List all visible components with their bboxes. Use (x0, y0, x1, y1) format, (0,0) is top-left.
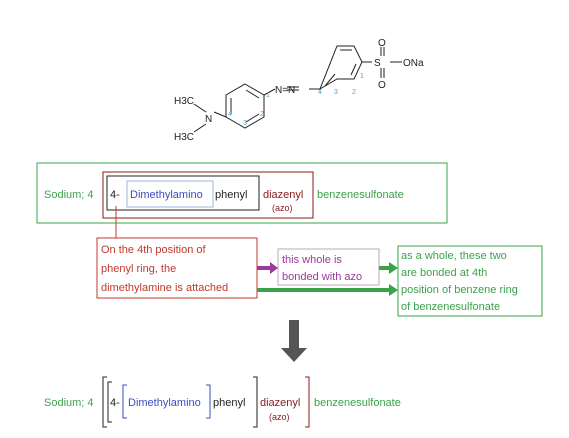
blue-box (126, 180, 214, 208)
azo-label: N=N (275, 85, 295, 96)
bracket-black-left (102, 376, 107, 428)
four-dash-bottom: 4- (110, 397, 120, 409)
green-callout-box (397, 245, 543, 317)
red-callout-line-2: phenyl ring, the (101, 263, 176, 275)
ring-1-double-bond (245, 113, 260, 123)
ring-1-double-bond (245, 89, 260, 99)
h3c-bottom-label: H3C (174, 132, 194, 143)
dark-red-box (102, 171, 314, 219)
ring-2-double-bond (350, 63, 357, 76)
benzenesulfonate-bottom: benzenesulfonate (314, 397, 401, 409)
down-arrow (281, 320, 307, 362)
ring1-position-3: 3 (243, 120, 247, 127)
h3c-top-label: H3C (174, 96, 194, 107)
ring2-position-1: 1 (360, 73, 364, 80)
ona-label: ONa (403, 58, 424, 69)
amine-n-label: N (205, 114, 212, 125)
sodium-label-bottom: Sodium; 4 (44, 397, 94, 409)
green-callout-line-3: position of benzene ring (401, 284, 518, 296)
oxygen-bottom-label: O (378, 80, 386, 91)
purple-arrow (257, 262, 278, 274)
diazenyl-bottom: diazenyl (260, 397, 300, 409)
ring-2-double-bond (324, 73, 336, 87)
azo-paren-top: (azo) (272, 203, 293, 213)
ring2-position-3: 3 (334, 89, 338, 96)
bottom-brackets (102, 376, 310, 428)
ring2-position-4: 4 (318, 89, 322, 96)
benzene-ring-2 (319, 45, 363, 91)
molecule-structure (193, 45, 402, 133)
green-arrow-short (379, 262, 398, 274)
phenyl-bottom: phenyl (213, 397, 245, 409)
ring1-position-4: 4 (228, 111, 232, 118)
red-callout-line-1: On the 4th position of (101, 244, 207, 256)
green-arrow-long (257, 284, 398, 296)
red-callout-line-3: dimethylamine is attached (101, 282, 228, 294)
dimethylamino-top: Dimethylamino (130, 189, 203, 201)
sodium-label-top: Sodium; 4 (44, 189, 94, 201)
methyl-bond-top (193, 103, 207, 113)
methyl-bond-bottom (193, 123, 207, 133)
purple-callout-line-2: bonded with azo (282, 271, 362, 283)
diazenyl-top: diazenyl (263, 189, 303, 201)
dimethylamino-bottom: Dimethylamino (128, 397, 201, 409)
bracket-blue-left (122, 384, 127, 419)
outer-green-box (36, 162, 448, 224)
ring1-position-1: 1 (266, 92, 270, 99)
bracket-red-right (305, 376, 310, 428)
green-callout-line-4: of benzenesulfonate (401, 301, 500, 313)
phenyl-top: phenyl (215, 189, 247, 201)
ring2-position-2: 2 (352, 89, 356, 96)
sulfur-label: S (374, 58, 381, 69)
azo-paren-bottom: (azo) (269, 412, 290, 422)
amine-ring-bond (213, 111, 227, 118)
benzenesulfonate-top: benzenesulfonate (317, 189, 404, 201)
bracket-inner-left (107, 381, 112, 423)
ring1-position-2: 2 (260, 111, 264, 118)
bracket-blue-right (206, 384, 211, 419)
black-box (106, 175, 260, 211)
oxygen-top-label: O (378, 38, 386, 49)
green-callout-line-2: are bonded at 4th (401, 267, 487, 279)
ring-azo-bond (263, 88, 276, 96)
green-callout-line-1: as a whole, these two (401, 250, 507, 262)
purple-callout-line-1: this whole is (282, 254, 342, 266)
bracket-black-right (253, 376, 258, 428)
four-dash-top: 4- (110, 189, 120, 201)
